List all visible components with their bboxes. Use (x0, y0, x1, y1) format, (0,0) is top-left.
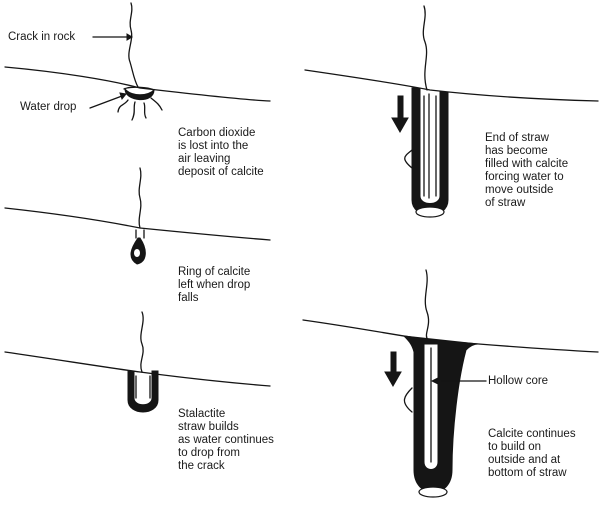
crack-line-4 (422, 5, 428, 91)
label-carbon-dioxide: Carbon dioxide is lost into the air leav… (178, 127, 264, 178)
crack-line-3 (140, 311, 144, 373)
panel-ring-of-calcite (4, 167, 271, 265)
calcite-ring (135, 229, 145, 239)
rock-ceiling-line-3 (4, 351, 271, 387)
label-calcite-continues: Calcite continues to build on outside an… (488, 428, 576, 479)
crack-line-2 (138, 167, 142, 229)
panel-water-drop (4, 2, 271, 121)
label-crack-in-rock: Crack in rock (8, 31, 76, 43)
leader-water-drop (89, 95, 123, 109)
drip-tendrils (117, 97, 163, 121)
crack-line-5 (424, 269, 430, 341)
label-ring-of-calcite: Ring of calcite left when drop falls (178, 266, 251, 304)
label-end-of-straw: End of straw has become filled with calc… (485, 132, 569, 209)
rock-ceiling-line-1 (4, 66, 271, 102)
calcite-deposit-outline (123, 86, 155, 91)
flow-arrow-1 (391, 95, 409, 134)
straw-tube-large (411, 87, 449, 216)
rock-ceiling-line-2 (4, 207, 271, 241)
stalactite-cone (402, 335, 479, 493)
label-hollow-core: Hollow core (488, 375, 549, 387)
panel-end-of-straw (304, 5, 599, 218)
crack-line-1 (128, 2, 139, 88)
label-water-drop: Water drop (20, 101, 77, 113)
panel-straw-builds (4, 311, 271, 413)
flow-arrow-2 (384, 351, 402, 388)
straw-tube-small (127, 370, 159, 413)
water-drop-shape (124, 87, 155, 101)
panel-calcite-continues (302, 269, 599, 498)
label-stalactite-straw: Stalactite straw builds as water continu… (178, 408, 274, 472)
rock-ceiling-line-4 (304, 69, 599, 102)
